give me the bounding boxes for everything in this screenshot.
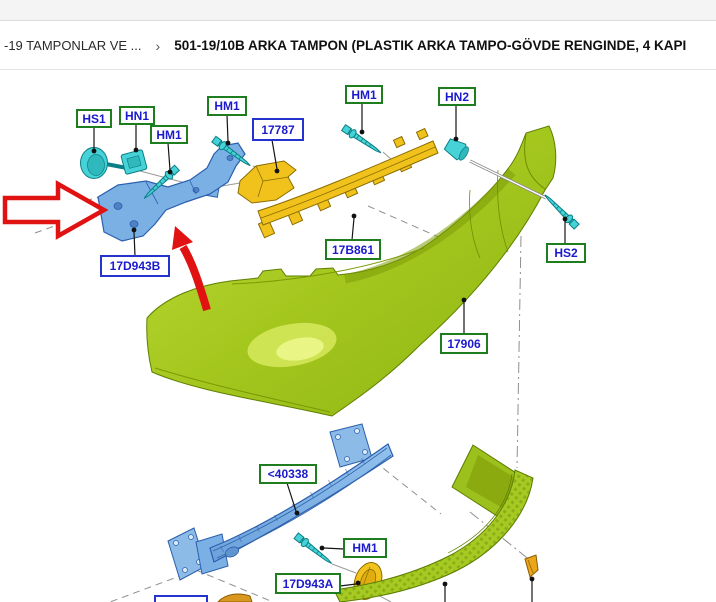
fastener-hs1-screw-and-washer[interactable] xyxy=(80,147,128,179)
part-label-hm1-3[interactable]: HM1 xyxy=(345,85,383,104)
svg-text:HN2: HN2 xyxy=(445,90,469,104)
svg-text:17787: 17787 xyxy=(261,123,295,137)
part-label-17787[interactable]: 17787 xyxy=(252,118,304,141)
svg-text:17D943A: 17D943A xyxy=(283,577,334,591)
svg-text:HS2: HS2 xyxy=(554,246,578,260)
part-label-17d943a[interactable]: 17D943A xyxy=(275,573,341,594)
part-label-hm1-1[interactable]: HM1 xyxy=(150,125,188,144)
svg-text:HN1: HN1 xyxy=(125,109,149,123)
part-label-hm1-2[interactable]: HM1 xyxy=(207,96,247,116)
svg-text:17B861: 17B861 xyxy=(332,243,374,257)
fastener-hm1-screw-4[interactable] xyxy=(292,531,335,568)
svg-text:HM1: HM1 xyxy=(352,541,378,555)
breadcrumb-parent-link[interactable]: -19 TAMPONLAR VE ... xyxy=(4,38,142,53)
part-impact-absorber-17b861[interactable] xyxy=(257,127,439,239)
part-label-17b861[interactable]: 17B861 xyxy=(325,239,381,260)
part-bumper-cover-17906[interactable] xyxy=(146,125,557,417)
part-side-bracket-17d943b[interactable] xyxy=(97,142,246,242)
part-label-17d943b[interactable]: 17D943B xyxy=(100,255,170,277)
part-label-hm1-4[interactable]: HM1 xyxy=(343,538,387,558)
part-label-cropped-bottom[interactable] xyxy=(154,595,208,602)
part-label-17906[interactable]: 17906 xyxy=(440,333,488,354)
top-band xyxy=(0,0,716,21)
svg-text:HM1: HM1 xyxy=(351,88,377,102)
callout-lines xyxy=(91,103,568,602)
part-crash-beam-40338[interactable] xyxy=(167,423,394,581)
breadcrumb: -19 TAMPONLAR VE ... › 501-19/10B ARKA T… xyxy=(0,22,716,70)
highlight-arrow-big xyxy=(2,180,109,240)
breadcrumb-chevron-icon: › xyxy=(155,37,161,54)
svg-text:HS1: HS1 xyxy=(82,112,106,126)
svg-text:17906: 17906 xyxy=(447,337,481,351)
part-label-40338[interactable]: <40338 xyxy=(259,464,317,484)
part-label-hn2[interactable]: HN2 xyxy=(438,87,476,106)
svg-text:17D943B: 17D943B xyxy=(110,259,161,273)
part-clip-bottom-right[interactable] xyxy=(524,554,539,578)
part-label-hs1[interactable]: HS1 xyxy=(76,109,112,128)
fastener-hn1-clip[interactable] xyxy=(120,149,148,175)
svg-text:<40338: <40338 xyxy=(268,467,309,481)
part-label-hs2[interactable]: HS2 xyxy=(546,243,586,263)
part-label-hn1[interactable]: HN1 xyxy=(119,106,155,125)
svg-text:HM1: HM1 xyxy=(214,99,240,113)
fastener-hs2-screw[interactable] xyxy=(541,191,581,231)
fastener-hn2-grommet[interactable] xyxy=(443,136,547,200)
part-cropped-bottom[interactable] xyxy=(217,593,253,602)
breadcrumb-current-page: 501-19/10B ARKA TAMPON (PLASTIK ARKA TAM… xyxy=(174,38,687,53)
svg-text:HM1: HM1 xyxy=(156,128,182,142)
highlight-arrow-curved xyxy=(172,226,211,312)
